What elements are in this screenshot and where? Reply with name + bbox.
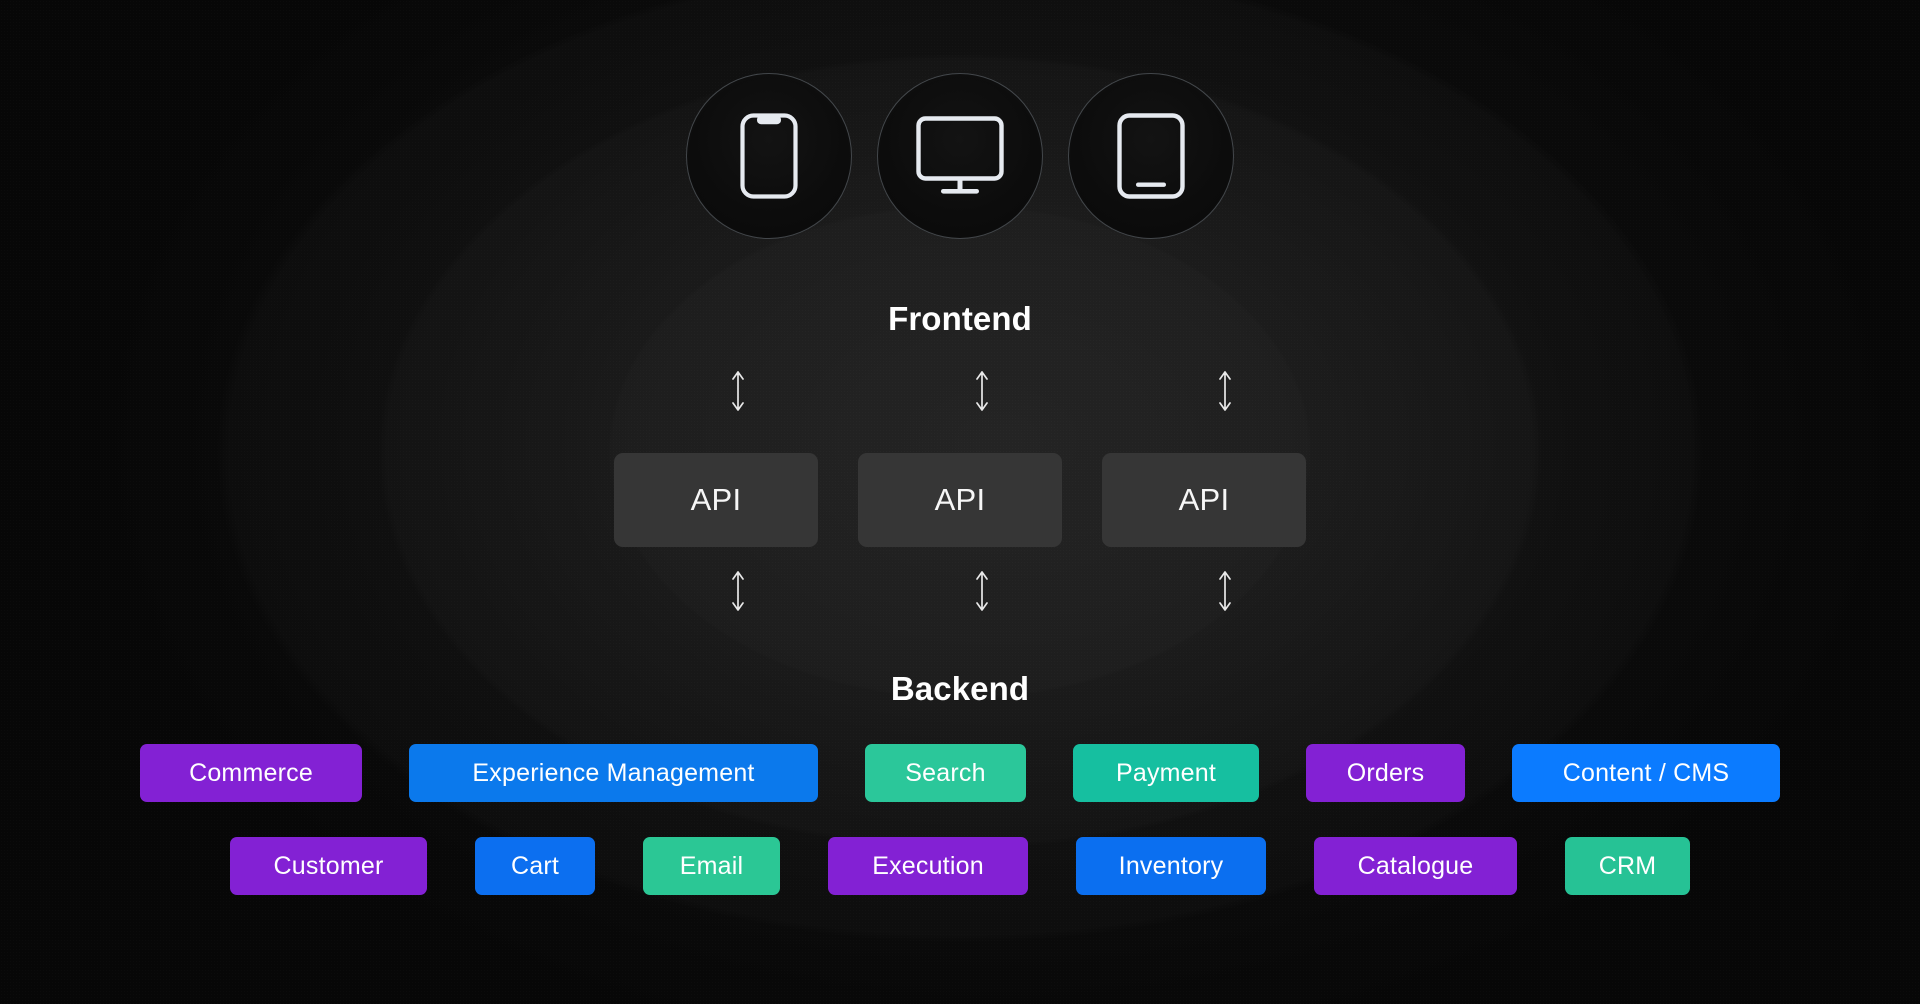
service-badge-commerce[interactable]: Commerce [140,744,362,802]
service-badge-content-cms[interactable]: Content / CMS [1512,744,1780,802]
double-headed-vertical-arrow-icon [1212,568,1238,614]
double-headed-vertical-arrow-icon [969,568,995,614]
device-circle-tablet[interactable] [1068,73,1234,239]
desktop-monitor-icon [916,116,1004,196]
service-badge-experience-management[interactable]: Experience Management [409,744,818,802]
frontend-device-row [0,73,1920,239]
api-box[interactable]: API [858,453,1062,547]
service-badge-orders[interactable]: Orders [1306,744,1465,802]
service-badge-search[interactable]: Search [865,744,1026,802]
device-circle-mobile[interactable] [686,73,852,239]
double-headed-vertical-arrow-icon [725,568,751,614]
connector-row-frontend-to-api [0,368,1920,414]
service-badge-cart[interactable]: Cart [475,837,595,895]
mobile-phone-icon [740,113,798,199]
double-headed-vertical-arrow-icon [969,368,995,414]
frontend-title: Frontend [888,300,1032,337]
api-box[interactable]: API [1102,453,1306,547]
double-headed-vertical-arrow-icon [1212,368,1238,414]
tablet-icon [1117,113,1185,199]
connector-row-api-to-backend [0,568,1920,614]
device-circle-desktop[interactable] [877,73,1043,239]
service-badge-crm[interactable]: CRM [1565,837,1690,895]
service-badge-email[interactable]: Email [643,837,780,895]
backend-title: Backend [890,670,1030,707]
service-badge-customer[interactable]: Customer [230,837,427,895]
backend-service-row-1: Commerce Experience Management Search Pa… [0,744,1920,802]
service-badge-inventory[interactable]: Inventory [1076,837,1266,895]
api-box[interactable]: API [614,453,818,547]
api-layer-row: API API API [0,453,1920,547]
service-badge-payment[interactable]: Payment [1073,744,1259,802]
backend-service-row-2: Customer Cart Email Execution Inventory … [0,837,1920,895]
service-badge-execution[interactable]: Execution [828,837,1028,895]
double-headed-vertical-arrow-icon [725,368,751,414]
service-badge-catalogue[interactable]: Catalogue [1314,837,1517,895]
